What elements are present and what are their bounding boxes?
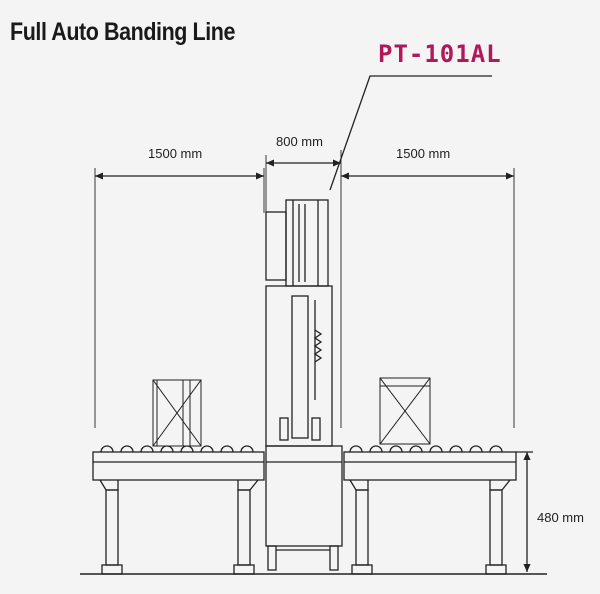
dimension-lines <box>95 159 533 572</box>
left-box <box>152 379 202 447</box>
conveyor-height-label: 480 mm <box>537 510 584 525</box>
left-conveyor-length-label: 1500 mm <box>148 146 203 161</box>
right-conveyor-length-label: 1500 mm <box>396 146 451 161</box>
right-box <box>379 377 431 445</box>
left-conveyor <box>92 445 265 575</box>
model-label: PT-101AL <box>378 40 502 68</box>
model-leader-line <box>329 75 492 191</box>
extension-lines <box>94 150 515 428</box>
diagram-title: Full Auto Banding Line <box>10 18 236 46</box>
machine-width-label: 800 mm <box>276 134 323 149</box>
banding-machine <box>265 199 343 571</box>
right-conveyor <box>343 445 517 575</box>
